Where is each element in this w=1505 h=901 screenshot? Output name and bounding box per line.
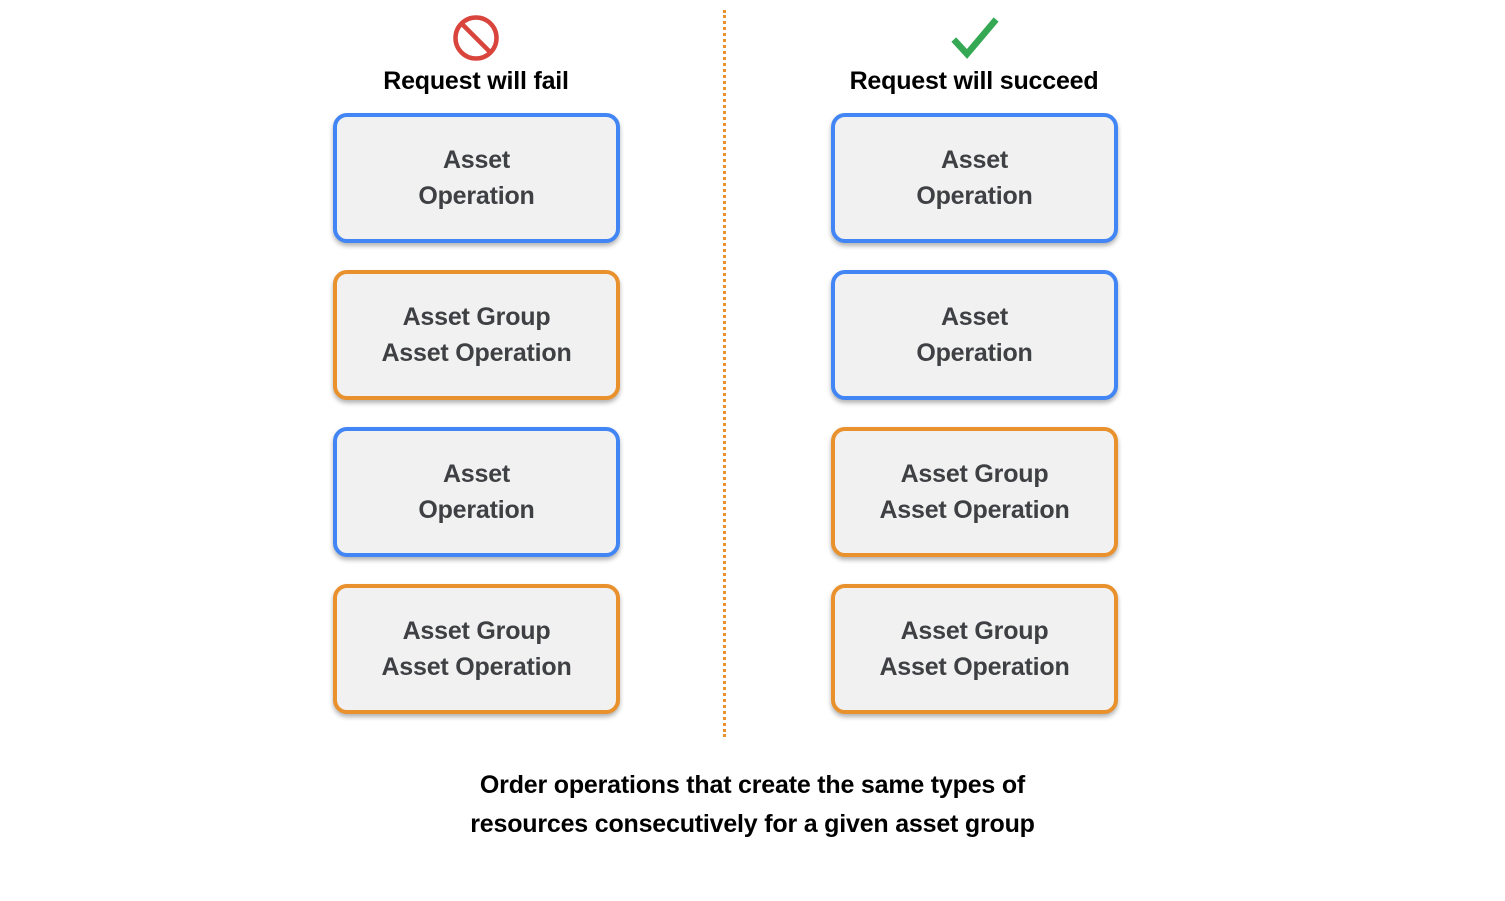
operation-card-label: Asset Group Asset Operation	[381, 302, 572, 367]
diagram-caption: Order operations that create the same ty…	[470, 771, 1035, 838]
card-stack-succeed: Asset Operation Asset Operation Asset Gr…	[831, 113, 1118, 741]
column-heading-label: Request will succeed	[849, 67, 1099, 95]
operation-card-asset-group-asset-operation[interactable]: Asset Group Asset Operation	[831, 584, 1118, 714]
checkmark-icon	[951, 17, 999, 59]
operation-card-label: Asset Operation	[916, 302, 1033, 367]
column-header-succeed: Request will succeed	[824, 12, 1124, 96]
column-divider	[723, 10, 726, 737]
operation-card-asset-group-asset-operation[interactable]: Asset Group Asset Operation	[333, 584, 620, 714]
prohibition-icon	[453, 15, 499, 61]
operation-card-asset-operation[interactable]: Asset Operation	[333, 427, 620, 557]
card-stack-fail: Asset Operation Asset Group Asset Operat…	[333, 113, 620, 741]
operation-card-asset-operation[interactable]: Asset Operation	[831, 270, 1118, 400]
column-header-fail: Request will fail	[326, 12, 626, 96]
column-heading-label: Request will fail	[383, 67, 569, 95]
operation-card-asset-operation[interactable]: Asset Operation	[831, 113, 1118, 243]
operation-card-label: Asset Operation	[916, 145, 1033, 210]
operation-card-asset-group-asset-operation[interactable]: Asset Group Asset Operation	[831, 427, 1118, 557]
operation-card-label: Asset Group Asset Operation	[381, 616, 572, 681]
operation-card-label: Asset Group Asset Operation	[879, 616, 1070, 681]
operation-card-label: Asset Operation	[418, 459, 535, 524]
operation-card-asset-operation[interactable]: Asset Operation	[333, 113, 620, 243]
operation-card-label: Asset Operation	[418, 145, 535, 210]
operation-card-asset-group-asset-operation[interactable]: Asset Group Asset Operation	[333, 270, 620, 400]
operation-card-label: Asset Group Asset Operation	[879, 459, 1070, 524]
